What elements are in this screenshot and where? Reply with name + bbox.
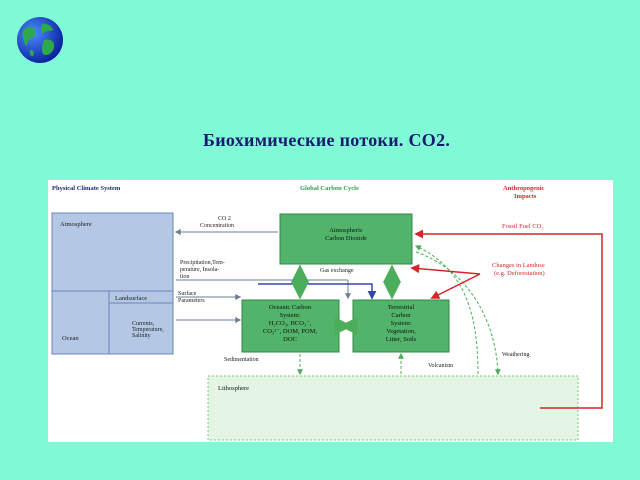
globe-icon [17,17,63,63]
terrestrial-carbon-box [352,299,450,353]
currents-label-1: Currents, [132,321,155,327]
atmospheric-carbon-label-1: Atmospheric [329,227,363,234]
arrow-fossil-fuel [414,229,603,409]
arrow-weathering [415,251,501,376]
carbon-cycle-diagram: Physical Climate System Global Carbon Cy… [48,180,613,442]
co2-concentration-label-2: Concentration [200,223,234,229]
atmosphere-box [51,212,174,292]
surface-parameters-label-1: Surface [178,290,197,297]
lithosphere-label: Lithosphere [218,385,249,392]
header-global-carbon: Global Carbon Cycle [300,185,359,192]
arrow-volcanism [414,245,479,375]
arrow-landuse [430,273,481,299]
header-anthropogenic-1: Anthropogenic [503,185,545,192]
currents-label-2: Temperature, [132,327,164,333]
weathering-label: Weathering [502,352,530,358]
volcanism-label: Volcanism [428,363,454,369]
slide-title: Биохимические потоки. СО2. [203,130,451,150]
co2-concentration-label-1: CO 2 [218,216,231,222]
terrestrial-carbon-label-1: Terrestrial [388,304,415,311]
oceanic-carbon-label-5: DOC [283,336,297,343]
landuse-label-2: (e.g. Deforestation) [494,270,545,277]
atmospheric-carbon-label-2: Carbon Dioxide [325,235,367,242]
oceanic-carbon-label-4: CO₃²⁻, DOM, POM, [263,328,317,335]
landuse-label-1: Changes in Landuse [492,262,545,269]
sedimentation-label: Sedimentation [224,357,259,363]
precipitation-label-2: perature, Insola- [180,267,219,273]
terrestrial-carbon-label-2: Carbon [391,312,411,319]
oceanic-carbon-box [241,299,340,353]
terrestrial-carbon-label-3: System: [391,320,412,327]
header-physical-climate: Physical Climate System [52,185,121,192]
arrow-gas-exchange [258,283,377,300]
oceanic-carbon-label-3: H₂CO₃, HCO₃⁻, [269,320,312,327]
precipitation-label-3: tion [180,274,189,280]
ocean-label: Ocean [62,335,79,342]
precipitation-label-1: Precipitation,Tem- [180,260,225,266]
oceanic-carbon-label-2: System: [280,312,301,319]
oceanic-carbon-label-1: Oceanic Carbon [269,304,312,311]
terrestrial-carbon-label-4: Vegetation, [386,328,416,335]
terrestrial-carbon-label-5: Litter, Soils [386,336,417,343]
atmospheric-carbon-box [279,213,413,265]
fossil-fuel-label: Fossil Fuel CO₂ [502,223,544,230]
atmosphere-label: Atmosphere [60,221,92,228]
currents-label-3: Salinity [132,333,151,339]
header-anthropogenic-2: Impacts [514,193,537,200]
gas-exchange-label: Gas exchange [320,268,354,274]
landsurface-label: Landsurface [115,295,147,302]
lithosphere-box [207,375,579,441]
surface-parameters-label-2: Parameters [178,298,205,304]
ocean-box [51,290,110,355]
